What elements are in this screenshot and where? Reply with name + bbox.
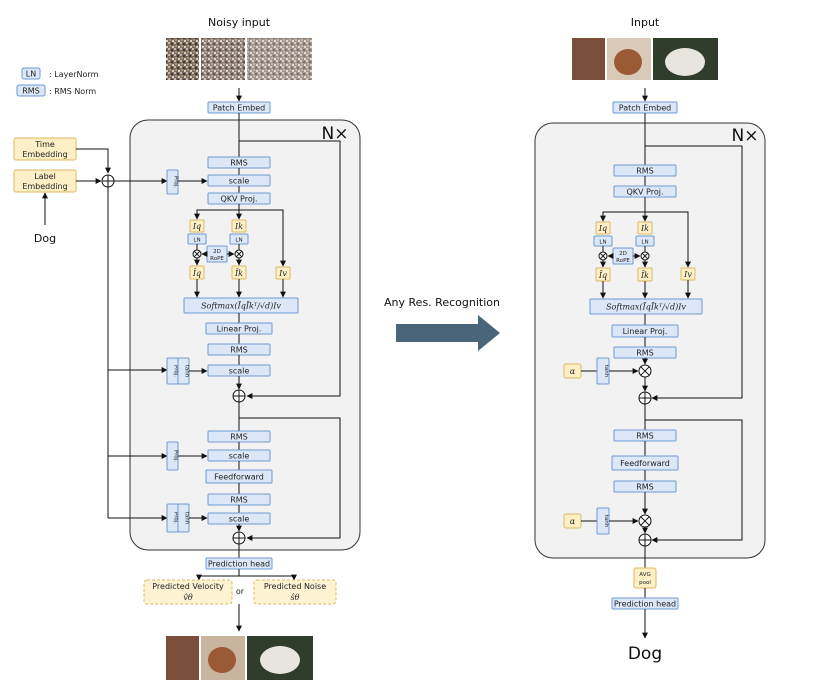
predicted-noise [253,579,337,605]
noisy-image-thumbnail [166,38,199,80]
svg-text:RMS: RMS [230,346,248,355]
svg-text:Ik: Ik [640,224,649,233]
svg-text:QKV Proj.: QKV Proj. [220,195,257,204]
svg-text:RoPE: RoPE [616,258,630,264]
svg-text:RMS: RMS [636,483,654,492]
svg-text:2D: 2D [619,251,627,257]
legend-rms-key: RMS [22,87,40,96]
predicted-velocity [143,579,233,605]
right-ik [637,221,653,235]
svg-text:tanh: tanh [184,365,190,378]
noisy-image-thumbnail [247,38,312,80]
svg-text:Ik: Ik [234,222,243,231]
class-label: Dog [34,232,56,245]
any-res-label: Any Res. Recognition [384,296,500,309]
svg-text:Proj.: Proj. [173,365,179,377]
svg-text:scale: scale [229,177,250,186]
left-softmax-attention [183,297,299,314]
svg-text:LN: LN [193,238,200,244]
svg-text:Patch Embed: Patch Embed [213,104,265,113]
svg-text:v̂θ: v̂θ [183,593,193,602]
svg-text:2D: 2D [213,249,221,255]
svg-text:RMS: RMS [636,432,654,441]
svg-text:ŝθ: ŝθ [291,593,300,602]
right-repeat-label: N× [732,126,759,146]
svg-text:Feedforward: Feedforward [620,459,670,468]
svg-text:LN: LN [599,240,606,246]
svg-text:Predicted Velocity: Predicted Velocity [152,582,224,591]
svg-text:Īq: Īq [598,271,607,280]
left-proj-1 [166,169,179,195]
svg-text:Iq: Iq [598,224,607,233]
svg-text:Īk: Īk [234,269,243,278]
svg-text:Time: Time [34,140,55,149]
svg-text:Iv: Iv [278,269,287,278]
svg-text:Patch Embed: Patch Embed [619,104,671,113]
svg-text:Proj.: Proj. [173,176,179,188]
svg-text:α: α [570,367,576,376]
svg-text:LN: LN [641,240,648,246]
svg-text:Proj.: Proj. [173,512,179,524]
big-arrow-icon [396,315,500,351]
svg-text:tanh: tanh [184,512,190,525]
noisy-image-thumbnail [201,38,245,80]
svg-text:tanh: tanh [603,515,609,528]
svg-text:RMS: RMS [230,433,248,442]
or-label: or [236,587,245,596]
legend-rms-swatch [16,84,46,97]
svg-text:Linear Proj.: Linear Proj. [623,327,668,336]
right-output-label: Dog [628,644,662,664]
svg-text:Proj.: Proj. [173,450,179,462]
legend-ln-desc: : LayerNorm [49,70,99,79]
dog-image-thumbnail [166,636,199,680]
left-repeat-label: N× [322,124,349,144]
svg-text:Īk: Īk [640,271,649,280]
left-transformer-block [129,119,361,551]
svg-text:RoPE: RoPE [210,256,224,262]
svg-text:scale: scale [229,515,250,524]
svg-text:scale: scale [229,367,250,376]
legend-ln-swatch [21,67,41,80]
legend-rms-desc: : RMS Norm [49,87,96,96]
svg-text:RMS: RMS [230,159,248,168]
svg-text:tanh: tanh [603,365,609,378]
right-softmax-attention [589,298,703,315]
svg-text:AVG: AVG [639,572,650,578]
left-ik [231,219,247,233]
svg-text:Prediction head: Prediction head [208,560,270,569]
svg-text:Feedforward: Feedforward [214,473,264,482]
svg-text:scale: scale [229,452,250,461]
svg-text:Linear Proj.: Linear Proj. [217,325,262,334]
svg-text:QKV Proj.: QKV Proj. [626,188,663,197]
svg-text:Embedding: Embedding [22,150,67,159]
left-iq [189,219,205,233]
svg-text:RMS: RMS [230,496,248,505]
svg-text:Īq: Īq [192,269,201,278]
svg-text:Softmax(ĪqĪkᵀ/√d)Iv: Softmax(ĪqĪkᵀ/√d)Iv [606,303,686,312]
svg-text:α: α [570,517,576,526]
left-title: Noisy input [208,16,271,29]
svg-text:pool: pool [639,580,651,586]
dog-image-thumbnail [572,38,605,80]
svg-text:Label: Label [34,172,56,181]
svg-text:Iv: Iv [683,270,692,279]
svg-text:Predicted Noise: Predicted Noise [264,582,326,591]
legend-ln-key: LN [26,70,36,79]
svg-text:Iq: Iq [192,222,201,231]
svg-text:RMS: RMS [636,349,654,358]
right-iq [595,221,611,235]
svg-text:Prediction head: Prediction head [614,600,676,609]
svg-text:RMS: RMS [636,167,654,176]
svg-text:Softmax(ĪqĪkᵀ/√d)Iv: Softmax(ĪqĪkᵀ/√d)Iv [201,302,281,311]
right-transformer-block [534,122,766,559]
svg-text:Embedding: Embedding [22,182,67,191]
right-title: Input [631,16,660,29]
svg-text:LN: LN [235,238,242,244]
